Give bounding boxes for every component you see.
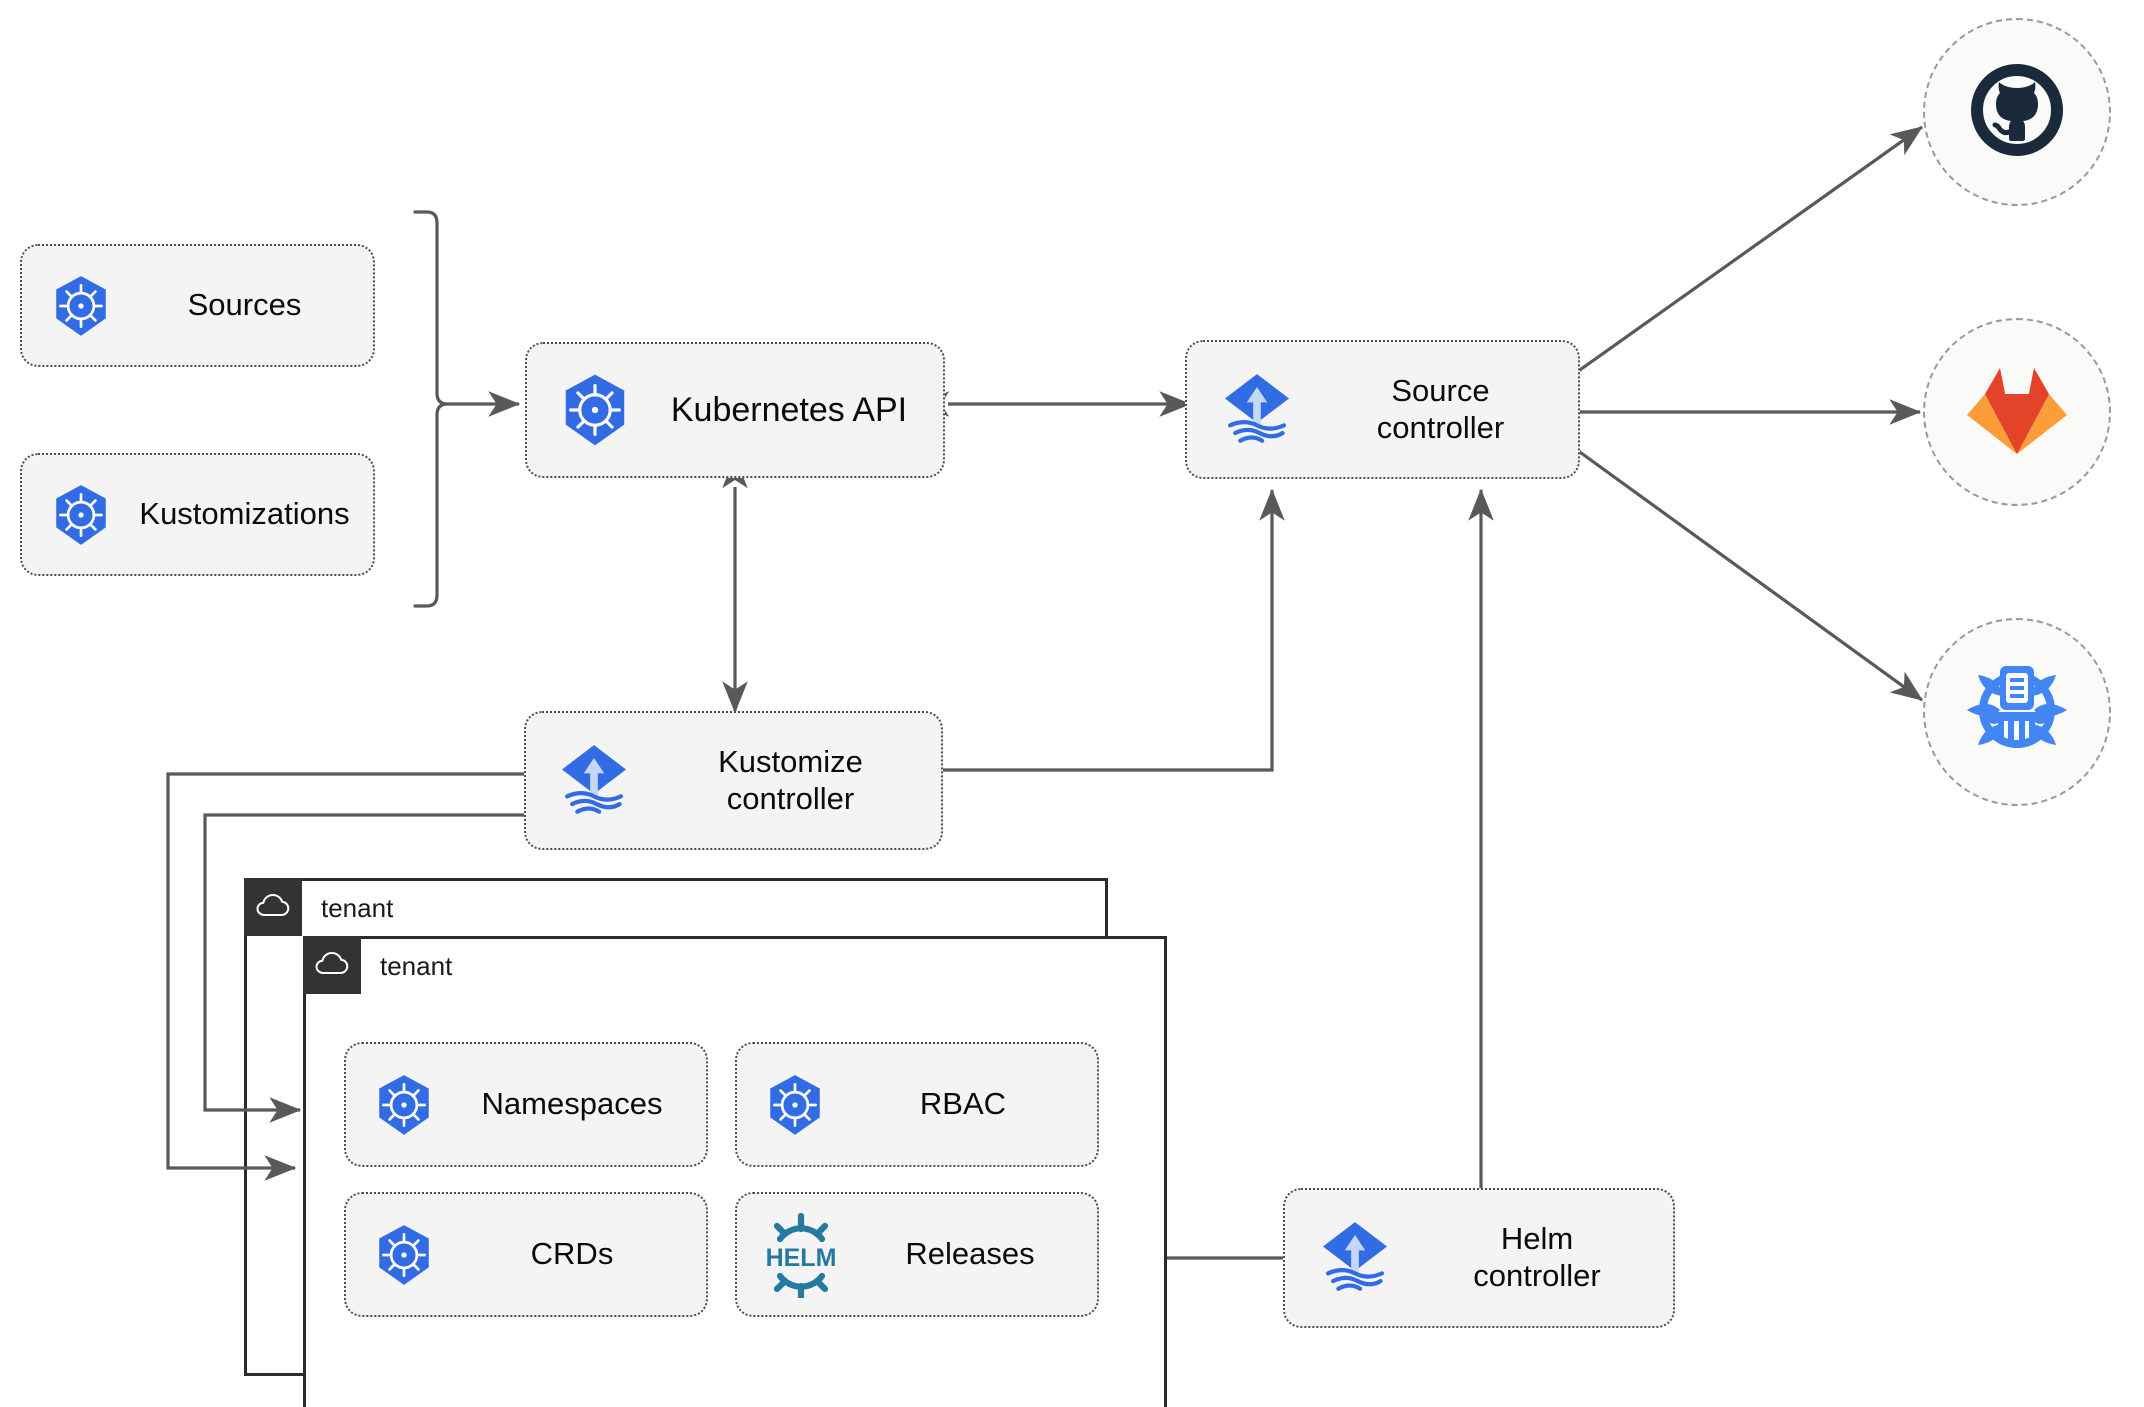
endpoint-gitlab[interactable] (1923, 318, 2111, 506)
node-label: Kustomizations (139, 496, 350, 532)
endpoint-harbor[interactable] (1923, 618, 2111, 806)
node-label: Namespaces (481, 1086, 663, 1122)
node-namespaces[interactable]: Namespaces (344, 1042, 708, 1167)
tenant-label: tenant (380, 951, 453, 981)
kubernetes-icon (38, 482, 124, 548)
node-source-controller[interactable]: Source controller (1185, 340, 1580, 479)
node-kustomize-controller[interactable]: Kustomize controller (524, 711, 943, 850)
node-label: Helm controller (1473, 1221, 1601, 1293)
node-kustomizations[interactable]: Kustomizations (20, 453, 375, 576)
endpoint-github[interactable] (1923, 18, 2111, 206)
node-sources[interactable]: Sources (20, 244, 375, 367)
tenant-tab (303, 936, 361, 994)
node-kubernetes-api[interactable]: Kubernetes API (525, 342, 945, 478)
harbor-icon (1962, 658, 2072, 767)
node-label: CRDs (530, 1236, 614, 1272)
cloud-icon (256, 892, 290, 923)
node-releases[interactable]: HELM Releases (735, 1192, 1099, 1317)
tenant-tab (244, 878, 302, 936)
kubernetes-icon (362, 1072, 446, 1138)
wire-kustomize-to-source-controller (943, 488, 1285, 772)
node-label: Kubernetes API (670, 390, 908, 429)
helm-icon: HELM (751, 1212, 851, 1298)
node-label: RBAC (919, 1086, 1007, 1122)
gitlab-icon (1964, 360, 2070, 465)
tenant-label: tenant (321, 893, 394, 923)
node-label: Sources (187, 287, 302, 323)
kubernetes-icon (753, 1072, 837, 1138)
wire-source-to-github (1576, 125, 1924, 374)
svg-text:HELM: HELM (766, 1244, 837, 1272)
node-helm-controller[interactable]: Helm controller (1283, 1188, 1675, 1328)
node-rbac[interactable]: RBAC (735, 1042, 1099, 1167)
flux-icon (1203, 369, 1311, 451)
bracket-sources-group (413, 210, 449, 608)
kubernetes-icon (547, 371, 643, 449)
flux-icon (1301, 1217, 1409, 1299)
flux-icon (540, 740, 648, 822)
node-crds[interactable]: CRDs (344, 1192, 708, 1317)
github-icon (1968, 61, 2066, 164)
kubernetes-icon (38, 273, 124, 339)
tenant-container-inner: tenant (303, 936, 1167, 1407)
wire-source-to-harbor (1576, 448, 1924, 702)
node-label: Source controller (1376, 372, 1505, 445)
node-label: Kustomize controller (718, 743, 863, 816)
kubernetes-icon (362, 1222, 446, 1288)
node-label: Releases (905, 1236, 1035, 1272)
cloud-icon (315, 950, 349, 981)
